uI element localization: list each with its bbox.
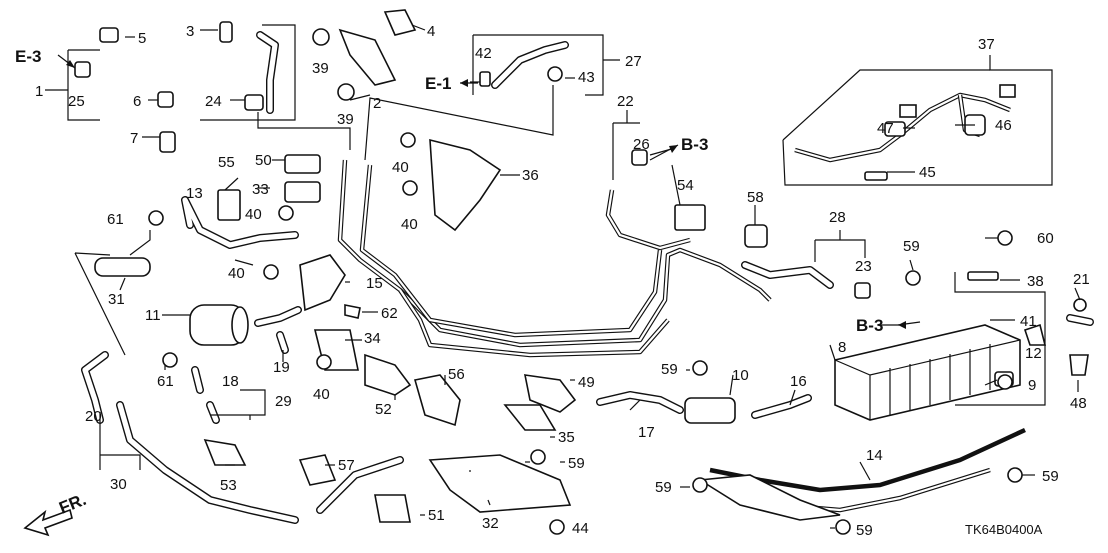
callout-48: 48 [1070, 395, 1087, 412]
callout-46: 46 [995, 117, 1012, 134]
callout-19: 19 [273, 359, 290, 376]
callout-14: 14 [866, 447, 883, 464]
callout-59-d: 59 [655, 479, 672, 496]
callout-6: 6 [133, 93, 141, 110]
callout-55: 55 [218, 154, 235, 171]
callout-2: 2 [373, 95, 381, 112]
callout-40-b: 40 [401, 216, 418, 233]
components [74, 9, 1089, 535]
callout-53: 53 [220, 477, 237, 494]
callout-40-d: 40 [228, 265, 245, 282]
callout-41: 41 [1020, 313, 1037, 330]
callout-3: 3 [186, 23, 194, 40]
callout-42: 42 [475, 45, 492, 62]
callout-49: 49 [578, 374, 595, 391]
front-label: FR. [56, 490, 89, 518]
callout-17: 17 [638, 424, 655, 441]
callout-45: 45 [919, 164, 936, 181]
callout-15: 15 [366, 275, 383, 292]
callout-58: 58 [747, 189, 764, 206]
callout-31: 31 [108, 291, 125, 308]
ref-e3: E-3 [15, 47, 41, 66]
ref-b3-top: B-3 [681, 135, 708, 154]
front-arrow: FR. [23, 490, 89, 537]
callout-54: 54 [677, 177, 694, 194]
callout-34: 34 [364, 330, 381, 347]
callout-59-e: 59 [1042, 468, 1059, 485]
callout-39-top: 39 [312, 60, 329, 77]
callout-61-a: 61 [107, 211, 124, 228]
callout-22: 22 [617, 93, 634, 110]
callout-38: 38 [1027, 273, 1044, 290]
callout-numbers: 1 2 3 4 5 6 7 8 9 10 11 12 13 14 15 16 1… [35, 23, 1090, 539]
callout-37: 37 [978, 36, 995, 53]
canister-bracket [697, 427, 1026, 521]
callout-11: 11 [145, 307, 161, 324]
callout-12: 12 [1025, 345, 1042, 362]
callout-25: 25 [68, 93, 85, 110]
ref-arrows [57, 54, 921, 329]
callout-56: 56 [448, 366, 465, 383]
callout-59-b: 59 [661, 361, 678, 378]
callout-13: 13 [186, 185, 203, 202]
callout-18: 18 [222, 373, 239, 390]
hoses [81, 31, 1094, 524]
callout-51: 51 [428, 507, 445, 524]
callout-35: 35 [558, 429, 575, 446]
callout-29: 29 [275, 393, 292, 410]
callout-33: 33 [252, 181, 269, 198]
callout-16: 16 [790, 373, 807, 390]
callout-43: 43 [578, 69, 595, 86]
diagram-code: TK64B0400A [965, 522, 1043, 537]
callout-20: 20 [85, 408, 102, 425]
callout-47: 47 [877, 120, 894, 137]
callout-10: 10 [732, 367, 749, 384]
callout-40-a: 40 [392, 159, 409, 176]
callout-59-f: 59 [856, 522, 873, 539]
callout-52: 52 [375, 401, 392, 418]
leader-lines [45, 24, 1081, 529]
callout-1: 1 [35, 83, 43, 100]
callout-7: 7 [130, 130, 138, 147]
callout-32: 32 [482, 515, 499, 532]
callout-40-c: 40 [245, 206, 262, 223]
callout-8: 8 [838, 339, 846, 356]
ref-b3-mid: B-3 [856, 316, 883, 335]
callout-26: 26 [633, 136, 650, 153]
callout-57: 57 [338, 457, 355, 474]
callout-24: 24 [205, 93, 222, 110]
callout-5: 5 [138, 30, 146, 47]
callout-50: 50 [255, 152, 272, 169]
callout-59-a: 59 [903, 238, 920, 255]
callout-28: 28 [829, 209, 846, 226]
callout-60: 60 [1037, 230, 1054, 247]
callout-36: 36 [522, 167, 539, 184]
callout-62: 62 [381, 305, 398, 322]
callout-21: 21 [1073, 271, 1090, 288]
callout-61-b: 61 [157, 373, 174, 390]
fuel-lines [337, 159, 772, 358]
callout-30: 30 [110, 476, 127, 493]
callout-27: 27 [625, 53, 642, 70]
callout-44: 44 [572, 520, 589, 537]
callout-40-e: 40 [313, 386, 330, 403]
callout-39-mid: 39 [337, 111, 354, 128]
callout-4: 4 [427, 23, 435, 40]
callout-9: 9 [1028, 377, 1036, 394]
evap-canister [834, 324, 1021, 421]
callout-23: 23 [855, 258, 872, 275]
ref-e1: E-1 [425, 74, 451, 93]
callout-59-c: 59 [568, 455, 585, 472]
